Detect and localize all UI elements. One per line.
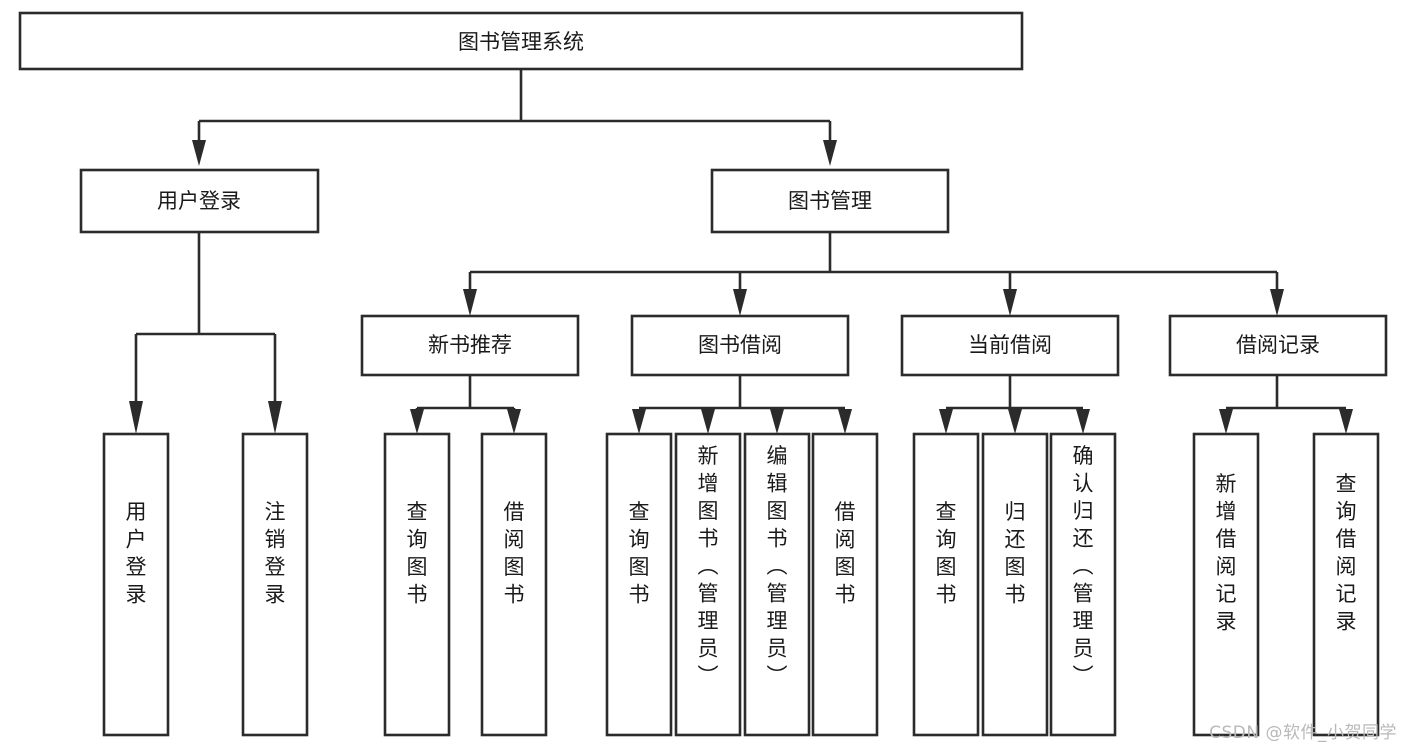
arrow-bookmgmt-to-current	[1003, 289, 1017, 316]
arrow-current-leaf-3	[1076, 409, 1090, 434]
arrow-borrow-leaf-1	[632, 409, 646, 434]
arrow-current-leaf-2	[1008, 409, 1022, 434]
node-root-label: 图书管理系统	[458, 30, 584, 54]
leaf-borrow-records-1-box[interactable]	[1192, 432, 1260, 737]
leaf-user-login-2-box[interactable]	[241, 432, 309, 737]
node-user-login-box[interactable]	[79, 168, 320, 234]
leaf-current-borrow-1[interactable]: 查询图书	[912, 432, 980, 737]
arrow-records-leaf-2	[1339, 409, 1353, 434]
node-book-borrow-label: 图书借阅	[698, 333, 782, 357]
node-user-login-label: 用户登录	[157, 189, 241, 213]
arrow-borrow-leaf-3	[770, 409, 784, 434]
node-book-borrow-box[interactable]	[630, 314, 850, 377]
node-root[interactable]: 图书管理系统	[18, 11, 1024, 71]
leaf-book-borrow-2-label: 新增图书︵管理员︶	[698, 444, 719, 688]
node-current-borrow[interactable]: 当前借阅	[900, 314, 1120, 377]
connector-layer	[129, 69, 1353, 434]
arrow-bookmgmt-to-newbook	[463, 289, 477, 316]
leaf-book-borrow-4-label: 借阅图书	[835, 500, 856, 607]
arrow-bookmgmt-to-records	[1270, 289, 1284, 316]
leaf-book-borrow-2[interactable]: 新增图书︵管理员︶	[674, 432, 742, 737]
arrow-newbook-leaf-2	[507, 409, 521, 434]
leaf-book-borrow-3[interactable]: 编辑图书︵管理员︶	[743, 432, 811, 737]
leaf-new-book-1[interactable]: 查询图书	[383, 432, 451, 737]
leaf-book-borrow-1[interactable]: 查询图书	[605, 432, 673, 737]
leaf-user-login-2-label: 注销登录	[265, 500, 286, 607]
node-book-management[interactable]: 图书管理	[710, 168, 950, 234]
leaf-book-borrow-1-label: 查询图书	[629, 500, 650, 607]
node-borrow-records-box[interactable]	[1168, 314, 1388, 377]
leaf-current-borrow-2[interactable]: 归还图书	[981, 432, 1049, 737]
leaf-current-borrow-1-box[interactable]	[912, 432, 980, 737]
node-new-book-recommend-label: 新书推荐	[428, 333, 512, 357]
leaf-new-book-2-label: 借阅图书	[504, 500, 525, 607]
node-borrow-records-label: 借阅记录	[1236, 333, 1320, 357]
leaf-borrow-records-2-label: 查询借阅记录	[1336, 472, 1357, 634]
arrow-root-to-bookmgmt	[823, 140, 837, 166]
arrow-borrow-leaf-4	[838, 409, 852, 434]
node-book-management-label: 图书管理	[788, 189, 872, 213]
leaf-current-borrow-2-label: 归还图书	[1005, 500, 1026, 607]
leaf-borrow-records-1[interactable]: 新增借阅记录	[1192, 432, 1260, 737]
leaf-current-borrow-2-box[interactable]	[981, 432, 1049, 737]
leaf-user-login-2[interactable]: 注销登录	[241, 432, 309, 737]
arrow-userlogin-leaf-2	[268, 401, 282, 434]
leaf-new-book-2-box[interactable]	[480, 432, 548, 737]
node-book-borrow[interactable]: 图书借阅	[630, 314, 850, 377]
node-new-book-recommend[interactable]: 新书推荐	[360, 314, 580, 377]
arrow-newbook-leaf-1	[410, 409, 424, 434]
leaf-book-borrow-4[interactable]: 借阅图书	[811, 432, 879, 737]
leaf-current-borrow-3-box[interactable]	[1049, 432, 1117, 737]
leaf-user-login-1-label: 用户登录	[126, 500, 147, 607]
arrow-records-leaf-1	[1219, 409, 1233, 434]
leaf-current-borrow-3[interactable]: 确认归还︵管理员︶	[1049, 432, 1117, 737]
node-book-management-box[interactable]	[710, 168, 950, 234]
leaf-book-borrow-4-box[interactable]	[811, 432, 879, 737]
leaf-book-borrow-3-label: 编辑图书︵管理员︶	[767, 444, 788, 688]
leaf-new-book-2[interactable]: 借阅图书	[480, 432, 548, 737]
arrow-root-to-userlogin	[192, 140, 206, 166]
arrow-current-leaf-1	[939, 409, 953, 434]
node-new-book-recommend-box[interactable]	[360, 314, 580, 377]
arrow-bookmgmt-to-borrow	[733, 289, 747, 316]
leaf-new-book-1-box[interactable]	[383, 432, 451, 737]
node-root-box[interactable]	[18, 11, 1024, 71]
leaf-book-borrow-2-box[interactable]	[674, 432, 742, 737]
node-current-borrow-label: 当前借阅	[968, 333, 1052, 357]
node-user-login[interactable]: 用户登录	[79, 168, 320, 234]
leaf-borrow-records-2[interactable]: 查询借阅记录	[1312, 432, 1380, 737]
leaf-current-borrow-1-label: 查询图书	[936, 500, 957, 607]
leaf-borrow-records-1-label: 新增借阅记录	[1216, 472, 1237, 634]
node-borrow-records[interactable]: 借阅记录	[1168, 314, 1388, 377]
leaf-new-book-1-label: 查询图书	[407, 500, 428, 607]
leaf-borrow-records-2-box[interactable]	[1312, 432, 1380, 737]
node-current-borrow-box[interactable]	[900, 314, 1120, 377]
leaf-user-login-1-box[interactable]	[102, 432, 170, 737]
leaf-book-borrow-1-box[interactable]	[605, 432, 673, 737]
arrow-borrow-leaf-2	[701, 409, 715, 434]
leaf-user-login-1[interactable]: 用户登录	[102, 432, 170, 737]
leaf-current-borrow-3-label: 确认归还︵管理员︶	[1073, 444, 1094, 688]
leaf-book-borrow-3-box[interactable]	[743, 432, 811, 737]
arrow-userlogin-leaf-1	[129, 401, 143, 434]
